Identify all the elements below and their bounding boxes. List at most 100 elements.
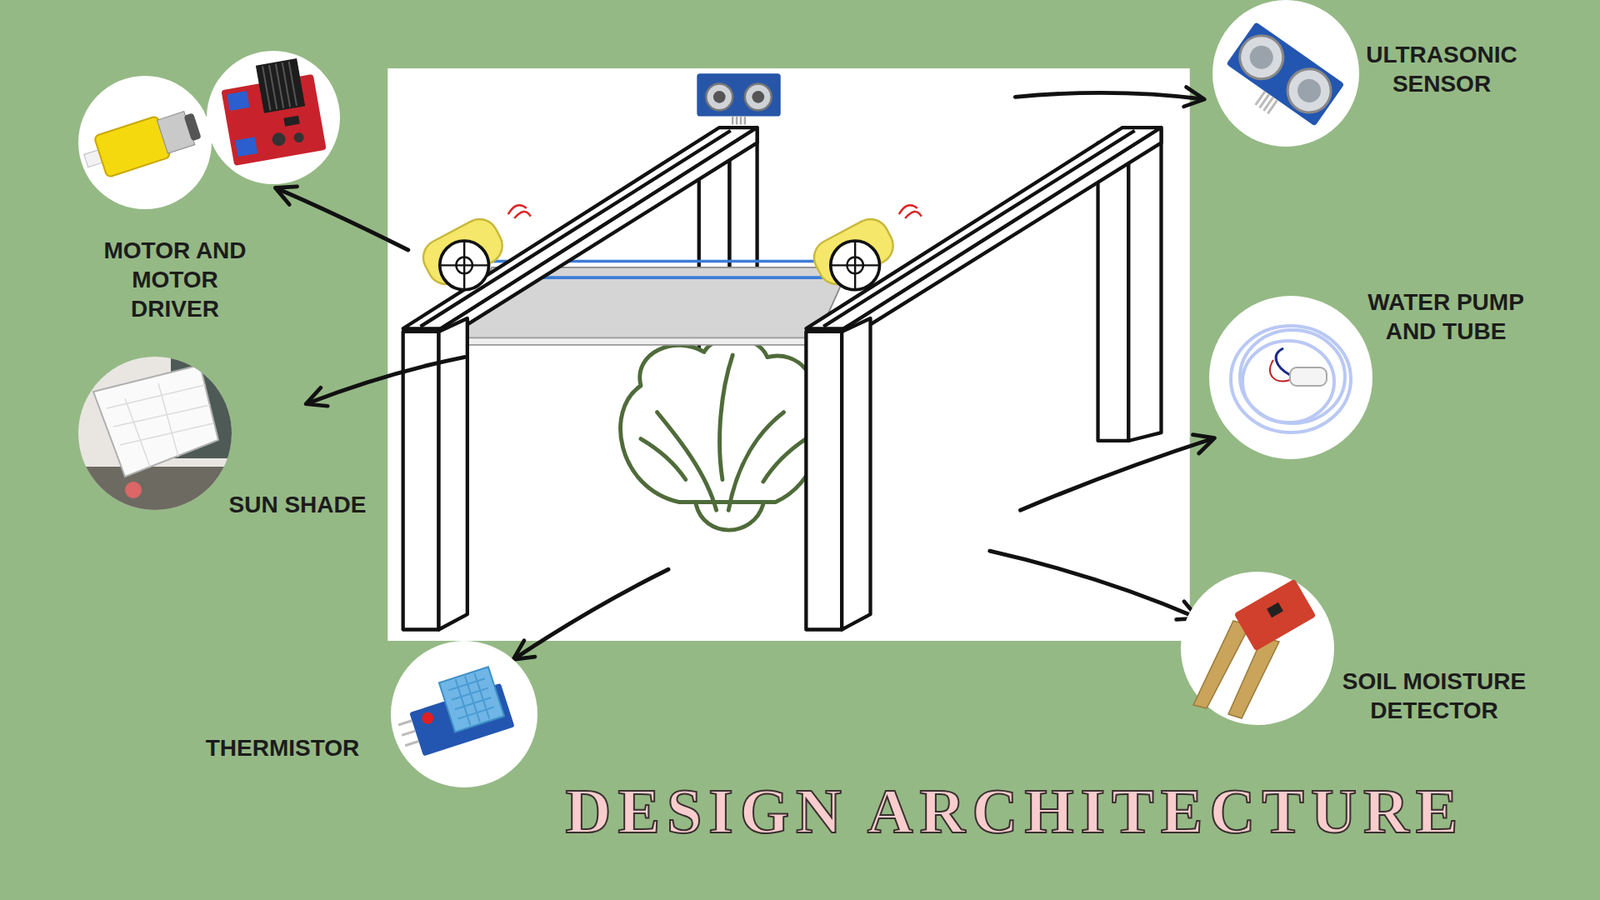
icon-part (1270, 360, 1290, 381)
illustration-part (807, 212, 900, 290)
component-icon (390, 640, 538, 788)
icon-part (1228, 637, 1280, 719)
illustration-part (844, 127, 1162, 329)
illustration-part (830, 240, 880, 290)
icon-part (93, 365, 219, 477)
component-icon (1180, 571, 1335, 725)
icon-part (270, 131, 287, 148)
illustration-part (1128, 130, 1161, 441)
illustration-part (1098, 142, 1130, 441)
illustration-part (841, 318, 870, 630)
component-label: SOIL MOISTURE DETECTOR (1330, 666, 1539, 725)
sensor-circle: ULTRASONIC SENSOR (1212, 0, 1360, 147)
icon-part (80, 105, 205, 183)
icon-part (1225, 21, 1345, 126)
leader-arrows (277, 92, 1213, 658)
diagram-title: DESIGN ARCHITECTURE (565, 773, 1465, 849)
icon-part (283, 115, 300, 127)
icon-part (1234, 578, 1317, 651)
illustration-part (899, 205, 922, 219)
icon-part (218, 55, 327, 166)
component-icon (1209, 295, 1373, 460)
icon-part (1230, 325, 1351, 433)
ultrasonic-module (696, 73, 780, 125)
illustration-part (277, 189, 409, 250)
illustration-part (308, 357, 465, 404)
icon-part (1293, 74, 1326, 107)
illustration-part (705, 83, 733, 110)
icon-part (1245, 40, 1278, 74)
illustration-part (720, 355, 734, 480)
thermistor-circle: THERMISTOR (390, 640, 538, 788)
icon-part (420, 710, 436, 726)
illustration-part (1020, 439, 1212, 511)
component-icon (1212, 0, 1360, 147)
component-label: THERMISTOR (190, 733, 375, 763)
frame-front (403, 127, 1162, 630)
illustration-part (416, 212, 509, 290)
illustration-part (990, 550, 1196, 618)
illustration-part (732, 116, 745, 125)
illustration-part (440, 240, 490, 290)
icon-part (262, 61, 297, 111)
gear-motor (416, 205, 530, 290)
illustration-part (403, 331, 440, 630)
illustration-part (751, 90, 765, 104)
icon-part (390, 640, 538, 788)
motor-circles: MOTOR AND MOTOR DRIVER (78, 50, 340, 210)
illustration-part (440, 240, 490, 290)
icon-part (1255, 91, 1278, 115)
illustration-part (763, 439, 806, 482)
component-label: MOTOR AND MOTOR DRIVER (95, 235, 255, 324)
icon-part (398, 720, 419, 746)
lettuce (620, 338, 820, 530)
icon-part (1180, 571, 1335, 725)
icon-part (1216, 21, 1345, 140)
component-icon (78, 356, 232, 510)
icon-part (78, 75, 212, 210)
icon-part (445, 670, 498, 729)
icon-part (78, 358, 238, 517)
icon-part (1230, 325, 1351, 433)
illustration-part (830, 240, 880, 290)
illustration-part (696, 73, 780, 116)
illustration-part (640, 439, 686, 480)
icon-part (235, 136, 258, 157)
illustration-part (403, 127, 758, 329)
icon-part (1290, 367, 1327, 386)
icon-part (1279, 60, 1340, 121)
icon-part (390, 665, 515, 761)
shade-circle: SUN SHADE (78, 356, 232, 510)
illustration-part (515, 569, 669, 659)
icon-part (1266, 602, 1284, 618)
illustration-part (439, 318, 468, 630)
icon-part (255, 58, 305, 114)
icon-part (206, 50, 340, 185)
shade-rod (449, 337, 827, 345)
icon-part (1231, 27, 1292, 88)
icon-part (226, 90, 250, 111)
illustration-part (620, 338, 820, 503)
illustration-part (805, 331, 842, 630)
icon-part (106, 383, 214, 467)
illustration-part (745, 83, 772, 110)
illustration-panel (387, 68, 1190, 641)
icon-part (1212, 0, 1360, 147)
illustration-part (1015, 92, 1202, 99)
illustration-part (657, 412, 717, 511)
illustration-part (508, 205, 531, 219)
illustration-part (728, 412, 784, 511)
icon-part (1209, 295, 1373, 460)
pump-circle: WATER PUMP AND TUBE (1209, 295, 1373, 460)
icon-part (1242, 340, 1335, 423)
illustration-part (805, 127, 1161, 329)
icon-part (183, 112, 201, 141)
component-label: SUN SHADE (214, 490, 381, 520)
icon-part (125, 481, 142, 499)
moisture-circle: SOIL MOISTURE DETECTOR (1180, 571, 1335, 725)
icon-part (439, 666, 505, 732)
illustration-part (713, 90, 726, 104)
component-label: ULTRASONIC SENSOR (1358, 40, 1525, 99)
component-label: WATER PUMP AND TUBE (1362, 287, 1530, 346)
